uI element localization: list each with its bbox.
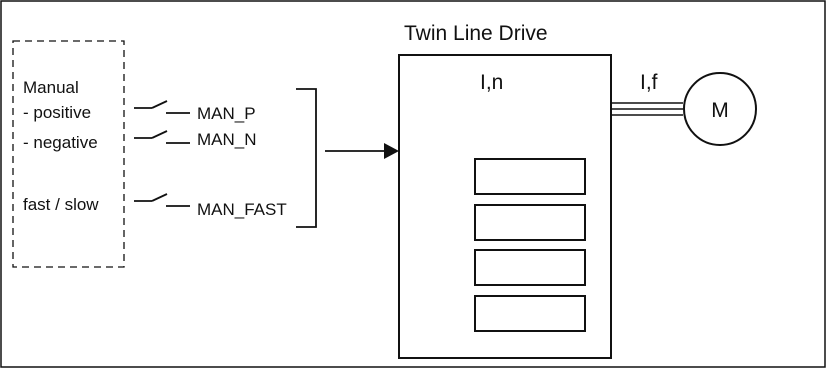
man-n-signal-label: MAN_N bbox=[197, 130, 257, 149]
drive-title: Twin Line Drive bbox=[404, 22, 548, 45]
output-label: I,f bbox=[640, 71, 658, 94]
man-fast-switch-icon bbox=[134, 193, 190, 207]
drive-module-3 bbox=[474, 249, 586, 286]
signal-bracket bbox=[296, 88, 317, 228]
man-p-switch-icon bbox=[134, 100, 190, 114]
drive-module-1 bbox=[474, 158, 586, 195]
motor-cable-lines bbox=[611, 102, 683, 116]
manual-heading: Manual bbox=[23, 78, 79, 97]
motor-circle bbox=[683, 72, 757, 146]
drive-module-2 bbox=[474, 204, 586, 241]
fast-slow-label: fast / slow bbox=[23, 195, 99, 214]
drive-internal-label: I,n bbox=[480, 71, 503, 94]
man-fast-signal-label: MAN_FAST bbox=[197, 200, 287, 219]
drive-module-4 bbox=[474, 295, 586, 332]
arrow-head-icon bbox=[384, 143, 399, 159]
negative-label: - negative bbox=[23, 133, 98, 152]
man-p-signal-label: MAN_P bbox=[197, 104, 256, 123]
motor-label: M bbox=[711, 99, 729, 122]
positive-label: - positive bbox=[23, 103, 91, 122]
manual-panel-dashed-box bbox=[12, 40, 125, 268]
man-n-switch-icon bbox=[134, 130, 190, 144]
